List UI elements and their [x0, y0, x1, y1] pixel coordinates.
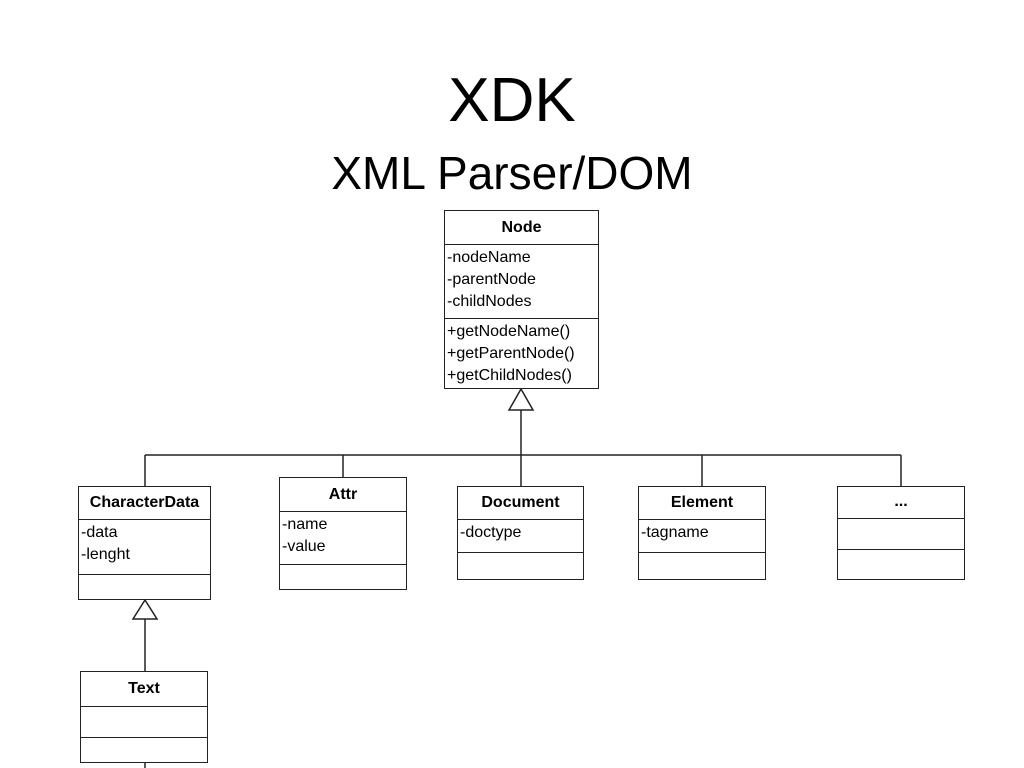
- class-element: Element -tagname: [638, 486, 766, 580]
- class-text-name: Text: [81, 672, 207, 707]
- attribute: -doctype: [460, 524, 522, 541]
- class-node-name: Node: [445, 211, 598, 245]
- method: +getParentNode(): [447, 345, 575, 362]
- class-document-attributes: -doctype: [458, 520, 583, 553]
- attribute: -parentNode: [447, 271, 536, 288]
- attribute: -childNodes: [447, 293, 532, 310]
- class-characterdata-attributes: -data -lenght: [79, 520, 210, 575]
- class-node-methods: +getNodeName() +getParentNode() +getChil…: [445, 319, 598, 387]
- class-element-name: Element: [639, 487, 765, 520]
- attribute: -lenght: [81, 546, 130, 563]
- characterdata-inheritance-arrow: [131, 598, 159, 620]
- class-attr-name: Attr: [280, 478, 406, 512]
- class-document: Document -doctype: [457, 486, 584, 580]
- class-attr-attributes: -name -value: [280, 512, 406, 565]
- class-characterdata-name: CharacterData: [79, 487, 210, 520]
- method: +getNodeName(): [447, 323, 571, 340]
- class-text-attributes: [81, 707, 207, 738]
- attribute: -name: [282, 516, 328, 533]
- slide-subtitle: XML Parser/DOM: [331, 147, 693, 199]
- class-more-name: ...: [838, 487, 964, 519]
- class-characterdata: CharacterData -data -lenght: [78, 486, 211, 600]
- class-more-attributes: [838, 519, 964, 550]
- class-more: ...: [837, 486, 965, 580]
- node-inheritance-arrow: [507, 387, 535, 411]
- slide-title: XDK: [448, 66, 576, 135]
- class-element-attributes: -tagname: [639, 520, 765, 553]
- class-node: Node -nodeName -parentNode -childNodes +…: [444, 210, 599, 389]
- method: +getChildNodes(): [447, 367, 572, 384]
- class-attr: Attr -name -value: [279, 477, 407, 590]
- attribute: -nodeName: [447, 249, 531, 266]
- class-document-name: Document: [458, 487, 583, 520]
- attribute: -tagname: [641, 524, 709, 541]
- attribute: -data: [81, 524, 118, 541]
- class-node-attributes: -nodeName -parentNode -childNodes: [445, 245, 598, 319]
- attribute: -value: [282, 538, 326, 555]
- class-text: Text: [80, 671, 208, 763]
